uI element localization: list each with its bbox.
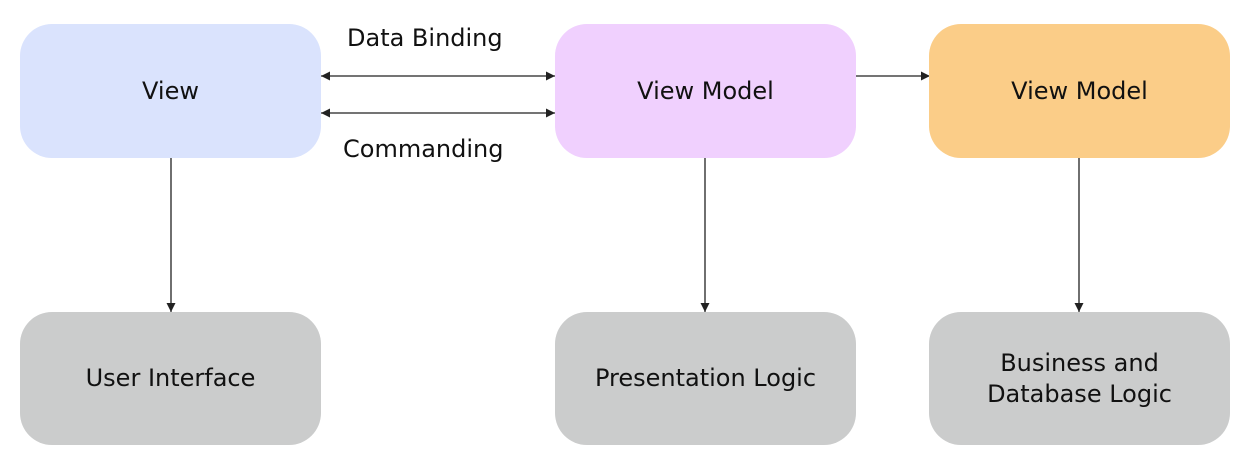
commanding-label: Commanding (343, 135, 504, 163)
view-node-label: View (142, 76, 199, 105)
business-logic-node: Business and Database Logic (929, 312, 1230, 445)
business-logic-node-label: Business and Database Logic (987, 348, 1172, 408)
data-binding-label: Data Binding (347, 24, 503, 52)
model-node: View Model (929, 24, 1230, 158)
view-model-node-label: View Model (637, 76, 774, 105)
presentation-logic-node: Presentation Logic (555, 312, 856, 445)
presentation-logic-node-label: Presentation Logic (594, 364, 817, 392)
model-node-label: View Model (1011, 76, 1148, 105)
view-model-node: View Model (555, 24, 856, 158)
user-interface-node-label: User Interface (85, 364, 256, 392)
user-interface-node: User Interface (20, 312, 321, 445)
view-node: View (20, 24, 321, 158)
